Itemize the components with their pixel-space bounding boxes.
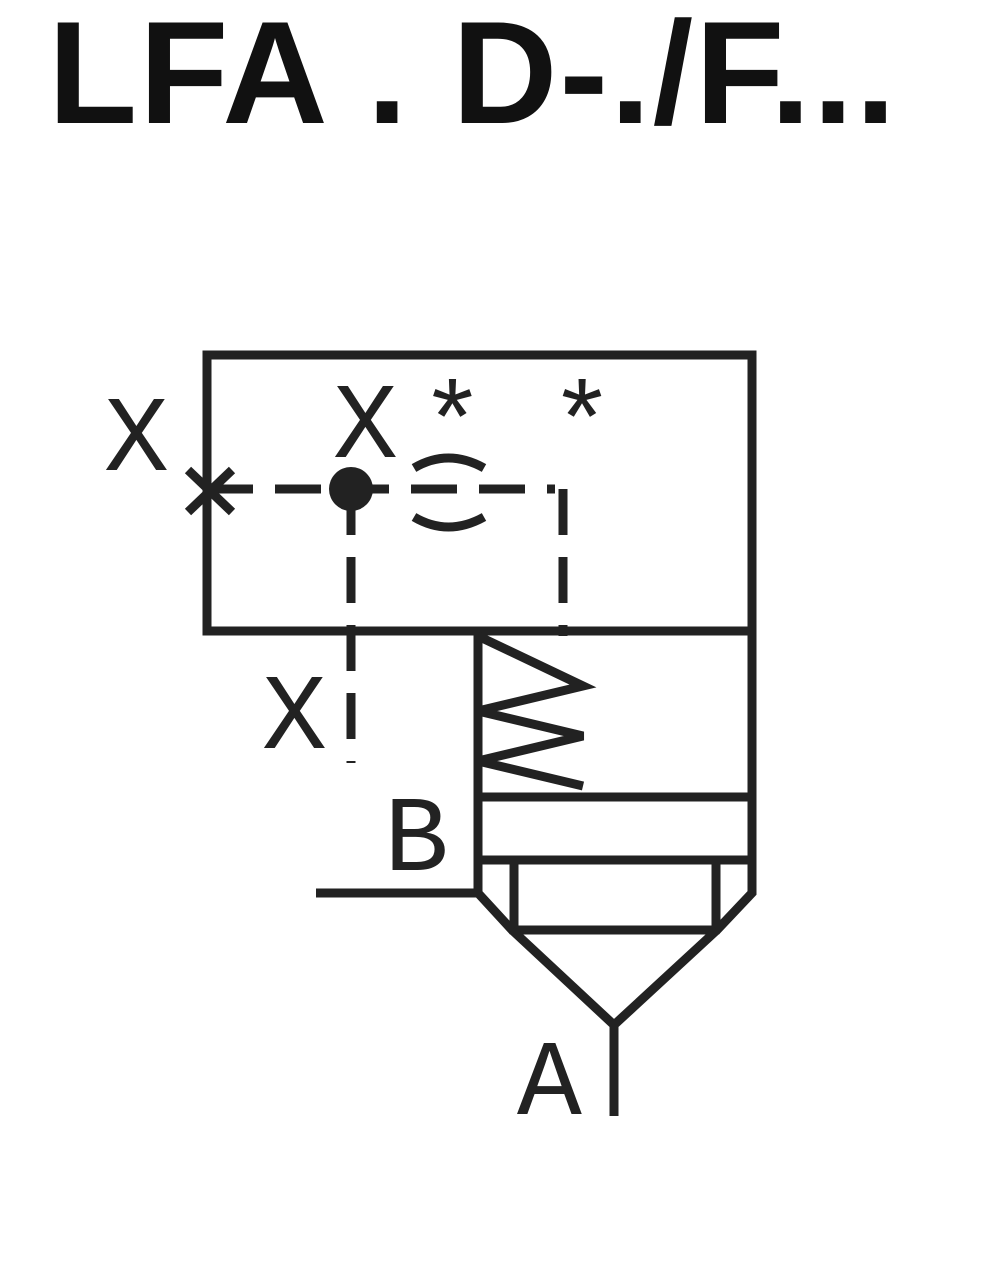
- orifice-lower-arc: [411, 513, 487, 532]
- poppet-cone: [508, 926, 721, 1032]
- page-title: LFA . D-./F...: [48, 0, 898, 154]
- port-x-bottom-label: X: [262, 659, 327, 781]
- port-x-left-label: X: [104, 381, 169, 503]
- marker-label: * *: [420, 368, 614, 490]
- port-b-label: B: [384, 781, 449, 903]
- valve-body: [473, 631, 757, 935]
- port-x-top-label: X: [333, 368, 398, 490]
- orifice-upper-arc: [411, 453, 487, 472]
- port-a-label: A: [517, 1025, 582, 1147]
- junction-dot: [329, 467, 373, 511]
- spring: [476, 631, 597, 791]
- plug-cross-b: [184, 466, 236, 516]
